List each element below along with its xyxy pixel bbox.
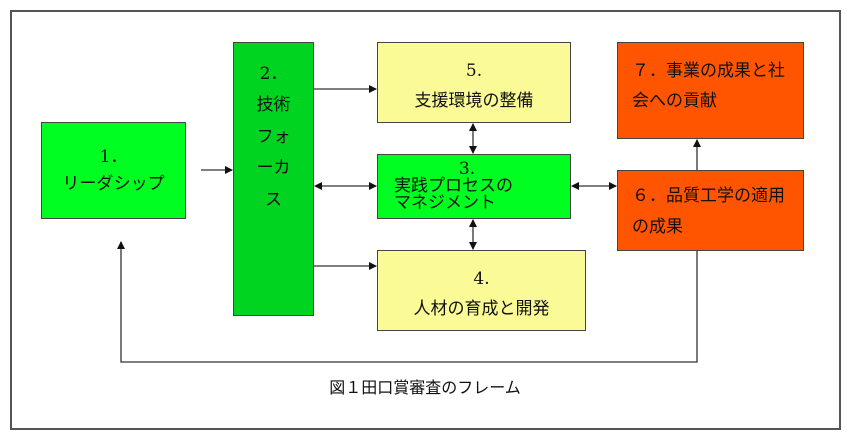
- node-label-line: マネジメント: [394, 193, 496, 213]
- node-label-line: ７．事業の成果と社: [632, 61, 785, 81]
- node-label-line: ス: [265, 189, 282, 210]
- node-support-environment: 5. 支援環境の整備: [377, 42, 571, 123]
- diagram-frame: [10, 10, 841, 430]
- node-label: リーダシップ: [62, 173, 165, 194]
- node-label-line: 技術: [256, 95, 291, 116]
- node-label: 支援環境の整備: [414, 90, 534, 111]
- node-label: 人材の育成と開発: [413, 298, 550, 319]
- node-human-resources: 4. 人材の育成と開発: [377, 250, 586, 331]
- node-quality-engineering-results: ６．品質工学の適用 の成果: [617, 170, 804, 251]
- node-business-results: ７．事業の成果と社 会への貢献: [617, 42, 804, 139]
- node-label-line: 実践プロセスの: [394, 176, 513, 196]
- node-number: 4.: [473, 269, 490, 289]
- node-number: 5.: [465, 61, 483, 81]
- node-label-line: の成果: [632, 217, 683, 238]
- node-technology-focus: 2． 技術 フォ ーカ ス: [233, 42, 314, 316]
- node-number: 2．: [259, 64, 288, 84]
- node-leadership: 1． リーダシップ: [41, 122, 186, 219]
- node-label-line: ーカ: [256, 158, 291, 179]
- node-process-management: 3. 実践プロセスの マネジメント: [377, 154, 571, 219]
- node-number: 1．: [99, 147, 128, 168]
- node-label-line: ６．品質工学の適用: [632, 186, 785, 206]
- node-number: 3.: [458, 159, 476, 179]
- node-label-line: 会への貢献: [632, 90, 717, 111]
- figure-caption: 図１田口賞審査のフレーム: [329, 378, 521, 397]
- node-label-line: フォ: [256, 126, 291, 147]
- edge-6-to-1-feedback: [117, 241, 698, 363]
